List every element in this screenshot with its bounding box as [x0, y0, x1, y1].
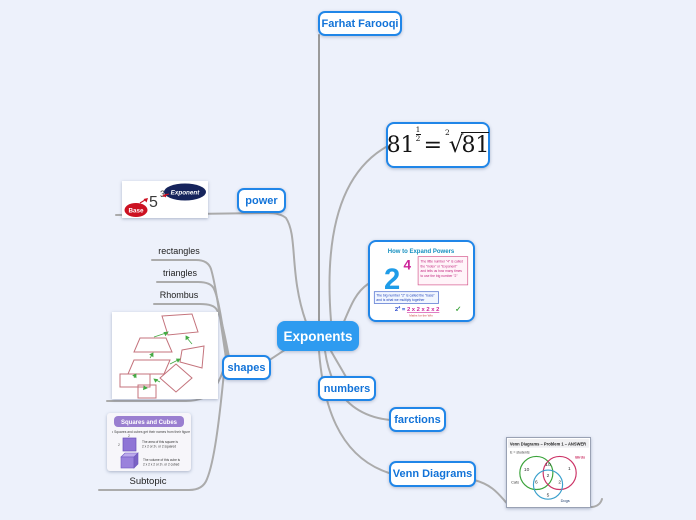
svg-text:24 = 2 x 2 x 2 x 2: 24 = 2 x 2 x 2 x 2 — [395, 305, 440, 313]
base-ellipse — [124, 203, 148, 217]
svg-text:to use the big number "2": to use the big number "2" — [421, 274, 459, 278]
node-power[interactable]: power — [237, 188, 286, 213]
svg-text:E = students: E = students — [510, 451, 530, 455]
svg-text:10: 10 — [524, 467, 530, 473]
node-author[interactable]: Farhat Farooqi — [318, 11, 402, 36]
square-figure — [122, 437, 137, 452]
node-farctions-label: farctions — [394, 413, 441, 426]
label-rhombus[interactable]: Rhombus — [159, 290, 199, 300]
label-subtopic[interactable]: Subtopic — [129, 476, 167, 487]
link-shapes-rhombus — [153, 303, 231, 363]
square-shape — [137, 384, 157, 399]
svg-text:2: 2 — [384, 264, 400, 296]
svg-text:and is what we multiply togeth: and is what we multiply together — [376, 298, 425, 302]
base-arrow — [143, 198, 148, 203]
node-shapes-label: shapes — [227, 361, 266, 374]
svg-text:2: 2 — [118, 443, 120, 447]
svg-text:• Squares and cubes get their: • Squares and cubes get their names from… — [112, 430, 190, 434]
base-note-box — [373, 291, 439, 304]
svg-text:10: 10 — [545, 462, 551, 468]
svg-text:How to Expand Powers: How to Expand Powers — [388, 249, 455, 255]
svg-text:Maths for the Win: Maths for the Win — [409, 314, 433, 318]
kite-shape — [179, 345, 205, 369]
cube-side-face — [133, 452, 139, 469]
link-root-expand — [342, 283, 369, 325]
exponent-note-box — [417, 256, 469, 286]
node-root-label: Exponents — [283, 328, 353, 344]
svg-text:The volume of this cube is: The volume of this cube is — [143, 458, 180, 462]
check-mark: ✓ — [455, 305, 461, 314]
birds-circle — [542, 455, 577, 491]
trapezoid-shape — [133, 337, 173, 353]
exponent-ellipse — [164, 183, 206, 201]
node-power-label: power — [245, 194, 278, 207]
label-rectangles[interactable]: rectangles — [158, 246, 200, 256]
svg-text:The big number "2" is called t: The big number "2" is called the "base" — [376, 294, 435, 298]
formula-base: 81 — [386, 132, 415, 158]
node-numbers[interactable]: numbers — [318, 376, 376, 401]
svg-text:5: 5 — [149, 194, 158, 211]
svg-text:Dogs: Dogs — [561, 498, 570, 503]
image-power-exponent-base[interactable]: 5 3 Exponent Base — [122, 181, 208, 218]
node-farctions[interactable]: farctions — [389, 407, 446, 432]
venn-graphic: Venn Diagrams – Problem 1 – ANSWER E = s… — [508, 438, 589, 503]
image-expand-powers[interactable]: How to Expand Powers 2 4 The little numb… — [368, 240, 475, 322]
node-venn-label: Venn Diagrams — [392, 468, 473, 480]
quadrilateral-shape — [161, 313, 199, 336]
expand-image-graphic: How to Expand Powers 2 4 The little numb… — [373, 249, 469, 318]
link-root-formula — [328, 146, 387, 322]
svg-text:Birds: Birds — [575, 454, 585, 459]
svg-text:Base: Base — [128, 207, 144, 214]
svg-text:and tells us how many times: and tells us how many times — [421, 269, 463, 273]
svg-text:2: 2 — [128, 434, 130, 438]
svg-text:2 x 2 x 2 or 2³, or 2 cubed: 2 x 2 x 2 or 2³, or 2 cubed — [143, 463, 180, 467]
rectangle-shape — [119, 373, 151, 388]
svg-text:Squares and Cubes: Squares and Cubes — [121, 420, 178, 426]
node-root[interactable]: Exponents — [277, 321, 359, 351]
svg-text:Cats: Cats — [511, 480, 519, 485]
power-image-graphic: 5 3 Exponent Base — [124, 183, 206, 217]
image-quadrilaterals-flowchart[interactable] — [112, 312, 218, 399]
svg-text:2 x 2 or 2², or 2 squared: 2 x 2 or 2², or 2 squared — [142, 445, 176, 449]
svg-text:5: 5 — [547, 492, 550, 498]
cats-circle — [519, 455, 554, 491]
svg-text:6: 6 — [535, 480, 538, 486]
svg-text:Exponent: Exponent — [171, 190, 201, 197]
svg-text:Venn Diagrams – Problem 1 – AN: Venn Diagrams – Problem 1 – ANSWER — [510, 441, 586, 446]
image-venn-diagram[interactable]: Venn Diagrams – Problem 1 – ANSWER E = s… — [506, 437, 591, 508]
exponent-arrow — [162, 193, 167, 198]
parallelogram-shape — [127, 359, 171, 375]
link-root-venn — [318, 350, 390, 474]
image-squares-and-cubes[interactable]: Squares and Cubes • Squares and cubes ge… — [107, 413, 191, 471]
svg-text:The area of this square is: The area of this square is — [142, 440, 178, 444]
cube-front-face — [120, 456, 135, 469]
venn-title-bar — [508, 438, 589, 448]
svg-text:1: 1 — [568, 466, 571, 472]
cubes-title-bar — [114, 416, 184, 427]
label-triangles[interactable]: triangles — [162, 268, 198, 278]
svg-text:2: 2 — [547, 473, 550, 479]
node-venn-diagrams[interactable]: Venn Diagrams — [389, 461, 476, 487]
cubes-graphic: Squares and Cubes • Squares and cubes ge… — [112, 416, 190, 469]
svg-text:3: 3 — [160, 189, 165, 199]
link-root-numbers — [330, 350, 347, 378]
link-root-power — [115, 211, 307, 323]
formula-equals: = — [423, 132, 442, 158]
svg-text:The little number "4" is calle: The little number "4" is called — [421, 260, 464, 264]
rhombus-shape — [159, 363, 193, 393]
flowchart-graphic — [119, 313, 205, 399]
svg-text:2: 2 — [558, 480, 561, 486]
node-author-label: Farhat Farooqi — [321, 17, 399, 30]
formula-radical: 2√81 — [445, 128, 490, 158]
node-numbers-label: numbers — [323, 382, 371, 395]
link-shapes-subtopic — [98, 371, 225, 491]
svg-text:4: 4 — [403, 257, 411, 272]
svg-text:the "index" or "Exponent": the "index" or "Exponent" — [421, 264, 459, 268]
dogs-circle — [532, 469, 564, 500]
node-shapes[interactable]: shapes — [222, 355, 271, 380]
